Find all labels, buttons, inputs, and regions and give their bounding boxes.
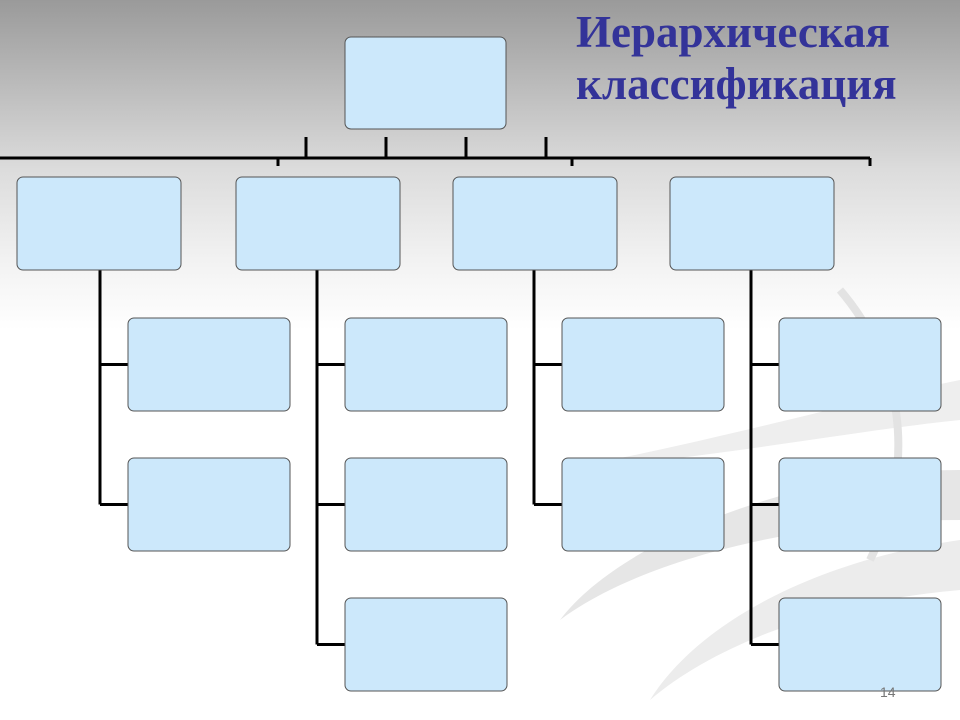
child-node-2-2-rect — [344, 457, 508, 552]
child-node-1-1 — [127, 317, 291, 412]
child-node-3-2 — [561, 457, 725, 552]
child-node-1-2 — [127, 457, 291, 552]
category-node-2 — [235, 176, 401, 271]
child-node-4-2-rect — [778, 457, 942, 552]
child-node-2-2 — [344, 457, 508, 552]
category-node-2-rect — [235, 176, 401, 271]
child-node-3-1-rect — [561, 317, 725, 412]
root-node-rect — [344, 36, 507, 130]
child-node-2-3 — [344, 597, 508, 692]
child-node-4-1 — [778, 317, 942, 412]
child-node-2-1 — [344, 317, 508, 412]
nodes — [16, 36, 942, 692]
child-node-4-1-rect — [778, 317, 942, 412]
root-node — [344, 36, 507, 130]
category-node-3-rect — [452, 176, 618, 271]
child-node-3-2-rect — [561, 457, 725, 552]
page-title: Иерархическая классификация — [576, 6, 946, 110]
category-node-1-rect — [16, 176, 182, 271]
category-node-4-rect — [669, 176, 835, 271]
category-node-4 — [669, 176, 835, 271]
child-node-1-2-rect — [127, 457, 291, 552]
child-node-1-1-rect — [127, 317, 291, 412]
title-line-1: Иерархическая — [576, 7, 890, 57]
title-line-2: классификация — [576, 59, 897, 109]
child-node-2-1-rect — [344, 317, 508, 412]
child-node-4-3 — [778, 597, 942, 692]
category-node-3 — [452, 176, 618, 271]
child-node-2-3-rect — [344, 597, 508, 692]
child-node-4-3-rect — [778, 597, 942, 692]
child-node-3-1 — [561, 317, 725, 412]
connectors — [0, 137, 872, 646]
child-node-4-2 — [778, 457, 942, 552]
category-node-1 — [16, 176, 182, 271]
page-number: 14 — [880, 684, 896, 700]
